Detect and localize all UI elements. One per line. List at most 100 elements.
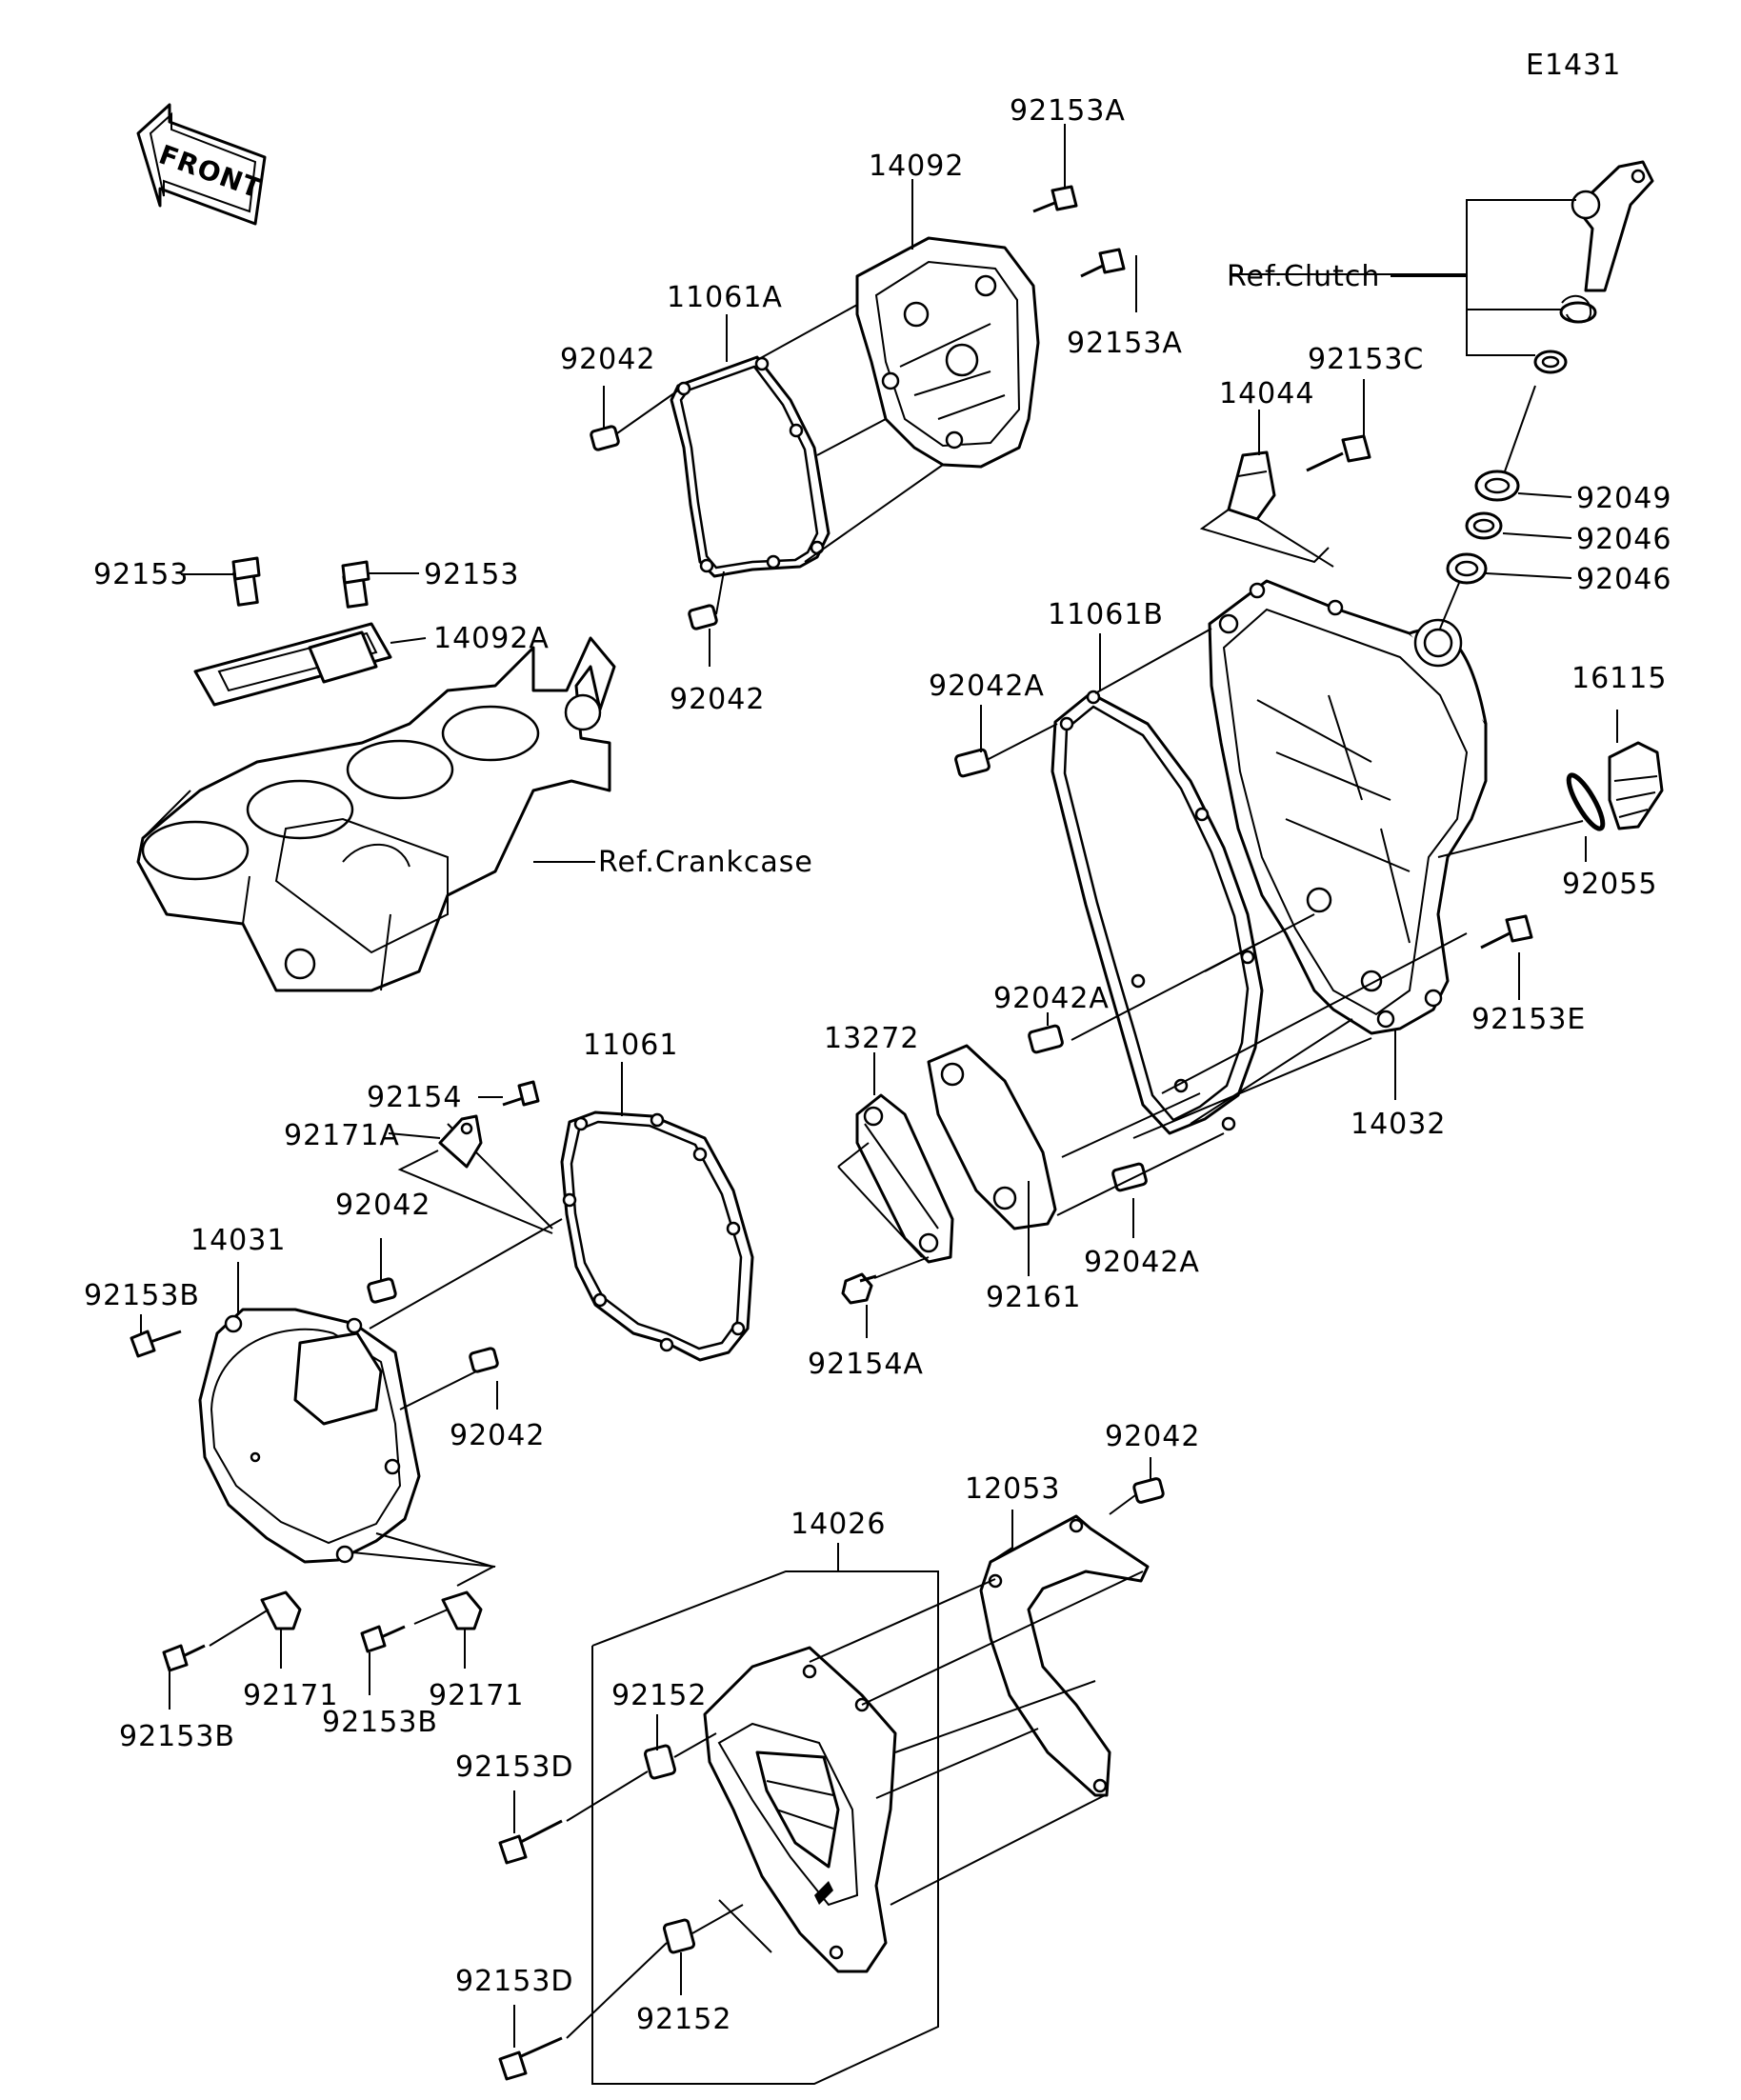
dowel-92042a-mid bbox=[1028, 1024, 1064, 1054]
label-92171-b: 92171 bbox=[429, 1679, 524, 1712]
bolt-92153b-b bbox=[162, 1644, 206, 1672]
alignment-lines-14031 bbox=[369, 1123, 563, 1587]
label-92154: 92154 bbox=[367, 1081, 462, 1114]
o-ring-92055 bbox=[1566, 772, 1606, 831]
label-92042-c: 92042 bbox=[335, 1189, 430, 1222]
bolt-92153-left bbox=[231, 556, 261, 607]
label-92161: 92161 bbox=[986, 1281, 1081, 1314]
dowel-92042a-top bbox=[954, 748, 991, 778]
diagram-id: E1431 bbox=[1526, 49, 1621, 82]
label-92042-b: 92042 bbox=[670, 683, 765, 716]
clutch-spring-ref bbox=[1559, 294, 1597, 324]
bolt-92153c bbox=[1306, 434, 1371, 472]
engine-cover-14026 bbox=[703, 1646, 897, 1973]
clutch-cover-14032 bbox=[1208, 579, 1488, 1035]
generator-cover-14031 bbox=[198, 1308, 421, 1564]
label-92153-left: 92153 bbox=[93, 558, 189, 591]
gasket-11061 bbox=[560, 1110, 754, 1362]
label-92153e: 92153E bbox=[1471, 1003, 1586, 1036]
label-14026: 14026 bbox=[790, 1508, 886, 1541]
damper-92161 bbox=[927, 1044, 1057, 1230]
alignment-lines-14044 bbox=[1199, 509, 1334, 568]
front-arrow-icon: FRONT bbox=[136, 103, 267, 226]
clamp-92171a bbox=[438, 1114, 483, 1169]
label-92042-e: 92042 bbox=[1105, 1420, 1200, 1453]
label-92153d-b: 92153D bbox=[455, 1965, 574, 1998]
label-14044: 14044 bbox=[1219, 377, 1314, 410]
label-14031: 14031 bbox=[190, 1224, 286, 1257]
label-12053: 12053 bbox=[965, 1472, 1060, 1506]
clutch-washer-ref bbox=[1533, 350, 1568, 374]
label-92153-right: 92153 bbox=[424, 558, 519, 591]
alignment-lines-92171a bbox=[397, 1150, 553, 1234]
label-92153a-mid: 92153A bbox=[1067, 327, 1183, 360]
collar-92152-a bbox=[643, 1744, 677, 1780]
label-92055: 92055 bbox=[1562, 868, 1657, 901]
cover-14092 bbox=[855, 236, 1040, 469]
bushing-92046-a bbox=[1465, 511, 1503, 540]
label-16115: 16115 bbox=[1571, 662, 1667, 695]
alignment-lines-92171 bbox=[209, 1551, 496, 1647]
label-92152-b: 92152 bbox=[636, 2003, 731, 2036]
label-92046-b: 92046 bbox=[1576, 563, 1671, 596]
oil-cap-16115 bbox=[1608, 741, 1664, 830]
dowel-92042-upper-b bbox=[688, 604, 718, 630]
label-92153a-top: 92153A bbox=[1010, 94, 1126, 128]
clamp-92171-b bbox=[441, 1590, 483, 1630]
gasket-11061a bbox=[670, 355, 830, 578]
alignment-line-clutch-shaft bbox=[1439, 385, 1536, 630]
bolt-92153d-a bbox=[498, 1819, 563, 1865]
label-92171-a: 92171 bbox=[243, 1679, 338, 1712]
label-92042a-b: 92042A bbox=[993, 982, 1110, 1015]
label-14032: 14032 bbox=[1351, 1108, 1446, 1141]
label-92153d-a: 92153D bbox=[455, 1750, 574, 1784]
dowel-92042-gen-b bbox=[469, 1347, 499, 1373]
label-92171a: 92171A bbox=[284, 1119, 400, 1152]
alignment-lines-92152 bbox=[566, 1732, 744, 2039]
label-92042-a: 92042 bbox=[560, 343, 655, 376]
label-92154a: 92154A bbox=[808, 1348, 924, 1381]
label-92152-a: 92152 bbox=[611, 1679, 707, 1712]
bolt-92153b-a bbox=[130, 1330, 182, 1358]
bolt-92153-right bbox=[341, 560, 370, 609]
bolt-92153a-mid bbox=[1080, 248, 1126, 278]
dowel-92042-upper-a bbox=[590, 425, 620, 451]
crankcase-ref-drawing bbox=[136, 636, 616, 992]
label-11061: 11061 bbox=[583, 1029, 678, 1062]
gasket-14092a bbox=[193, 622, 392, 707]
label-92042-d: 92042 bbox=[450, 1419, 545, 1452]
dowel-92042a-low bbox=[1111, 1162, 1148, 1192]
bolt-92153b-c bbox=[360, 1625, 406, 1653]
alignment-lines-14026 bbox=[718, 1494, 1144, 1953]
bracket-12053 bbox=[979, 1514, 1150, 1797]
label-92153b-a: 92153B bbox=[84, 1279, 200, 1312]
oil-seal-92049 bbox=[1474, 470, 1520, 502]
leader-lines bbox=[140, 124, 1618, 2048]
alignment-lines-92161 bbox=[1056, 1092, 1225, 1216]
assembly-bracket-14026 bbox=[591, 1570, 939, 2085]
alignment-lines-14032 bbox=[986, 628, 1584, 1139]
label-14092a: 14092A bbox=[433, 622, 550, 655]
dowel-92042-bracket bbox=[1132, 1477, 1165, 1504]
label-ref-crankcase: Ref.Crankcase bbox=[598, 846, 813, 879]
alignment-lines-14092 bbox=[616, 304, 944, 615]
label-11061a: 11061A bbox=[667, 281, 783, 314]
plate-13272 bbox=[855, 1093, 954, 1264]
label-92042a-c: 92042A bbox=[1084, 1246, 1200, 1279]
label-92153b-b: 92153B bbox=[119, 1720, 235, 1753]
label-92153b-c: 92153B bbox=[322, 1706, 438, 1739]
clamp-92171-a bbox=[260, 1590, 302, 1630]
collar-92152-b bbox=[662, 1918, 696, 1954]
label-92046-a: 92046 bbox=[1576, 523, 1671, 556]
alignment-lines-13272 bbox=[837, 1142, 930, 1279]
bolt-92154a bbox=[841, 1272, 877, 1305]
gasket-11061b bbox=[1051, 690, 1264, 1135]
bolt-92153a-top bbox=[1032, 185, 1078, 213]
label-13272: 13272 bbox=[824, 1022, 919, 1055]
dowel-92042-gen-a bbox=[367, 1277, 397, 1304]
bracket-14044 bbox=[1227, 450, 1276, 521]
label-92042a-a: 92042A bbox=[929, 670, 1045, 703]
label-92049: 92049 bbox=[1576, 482, 1671, 515]
bolt-92153d-b bbox=[498, 2036, 563, 2081]
